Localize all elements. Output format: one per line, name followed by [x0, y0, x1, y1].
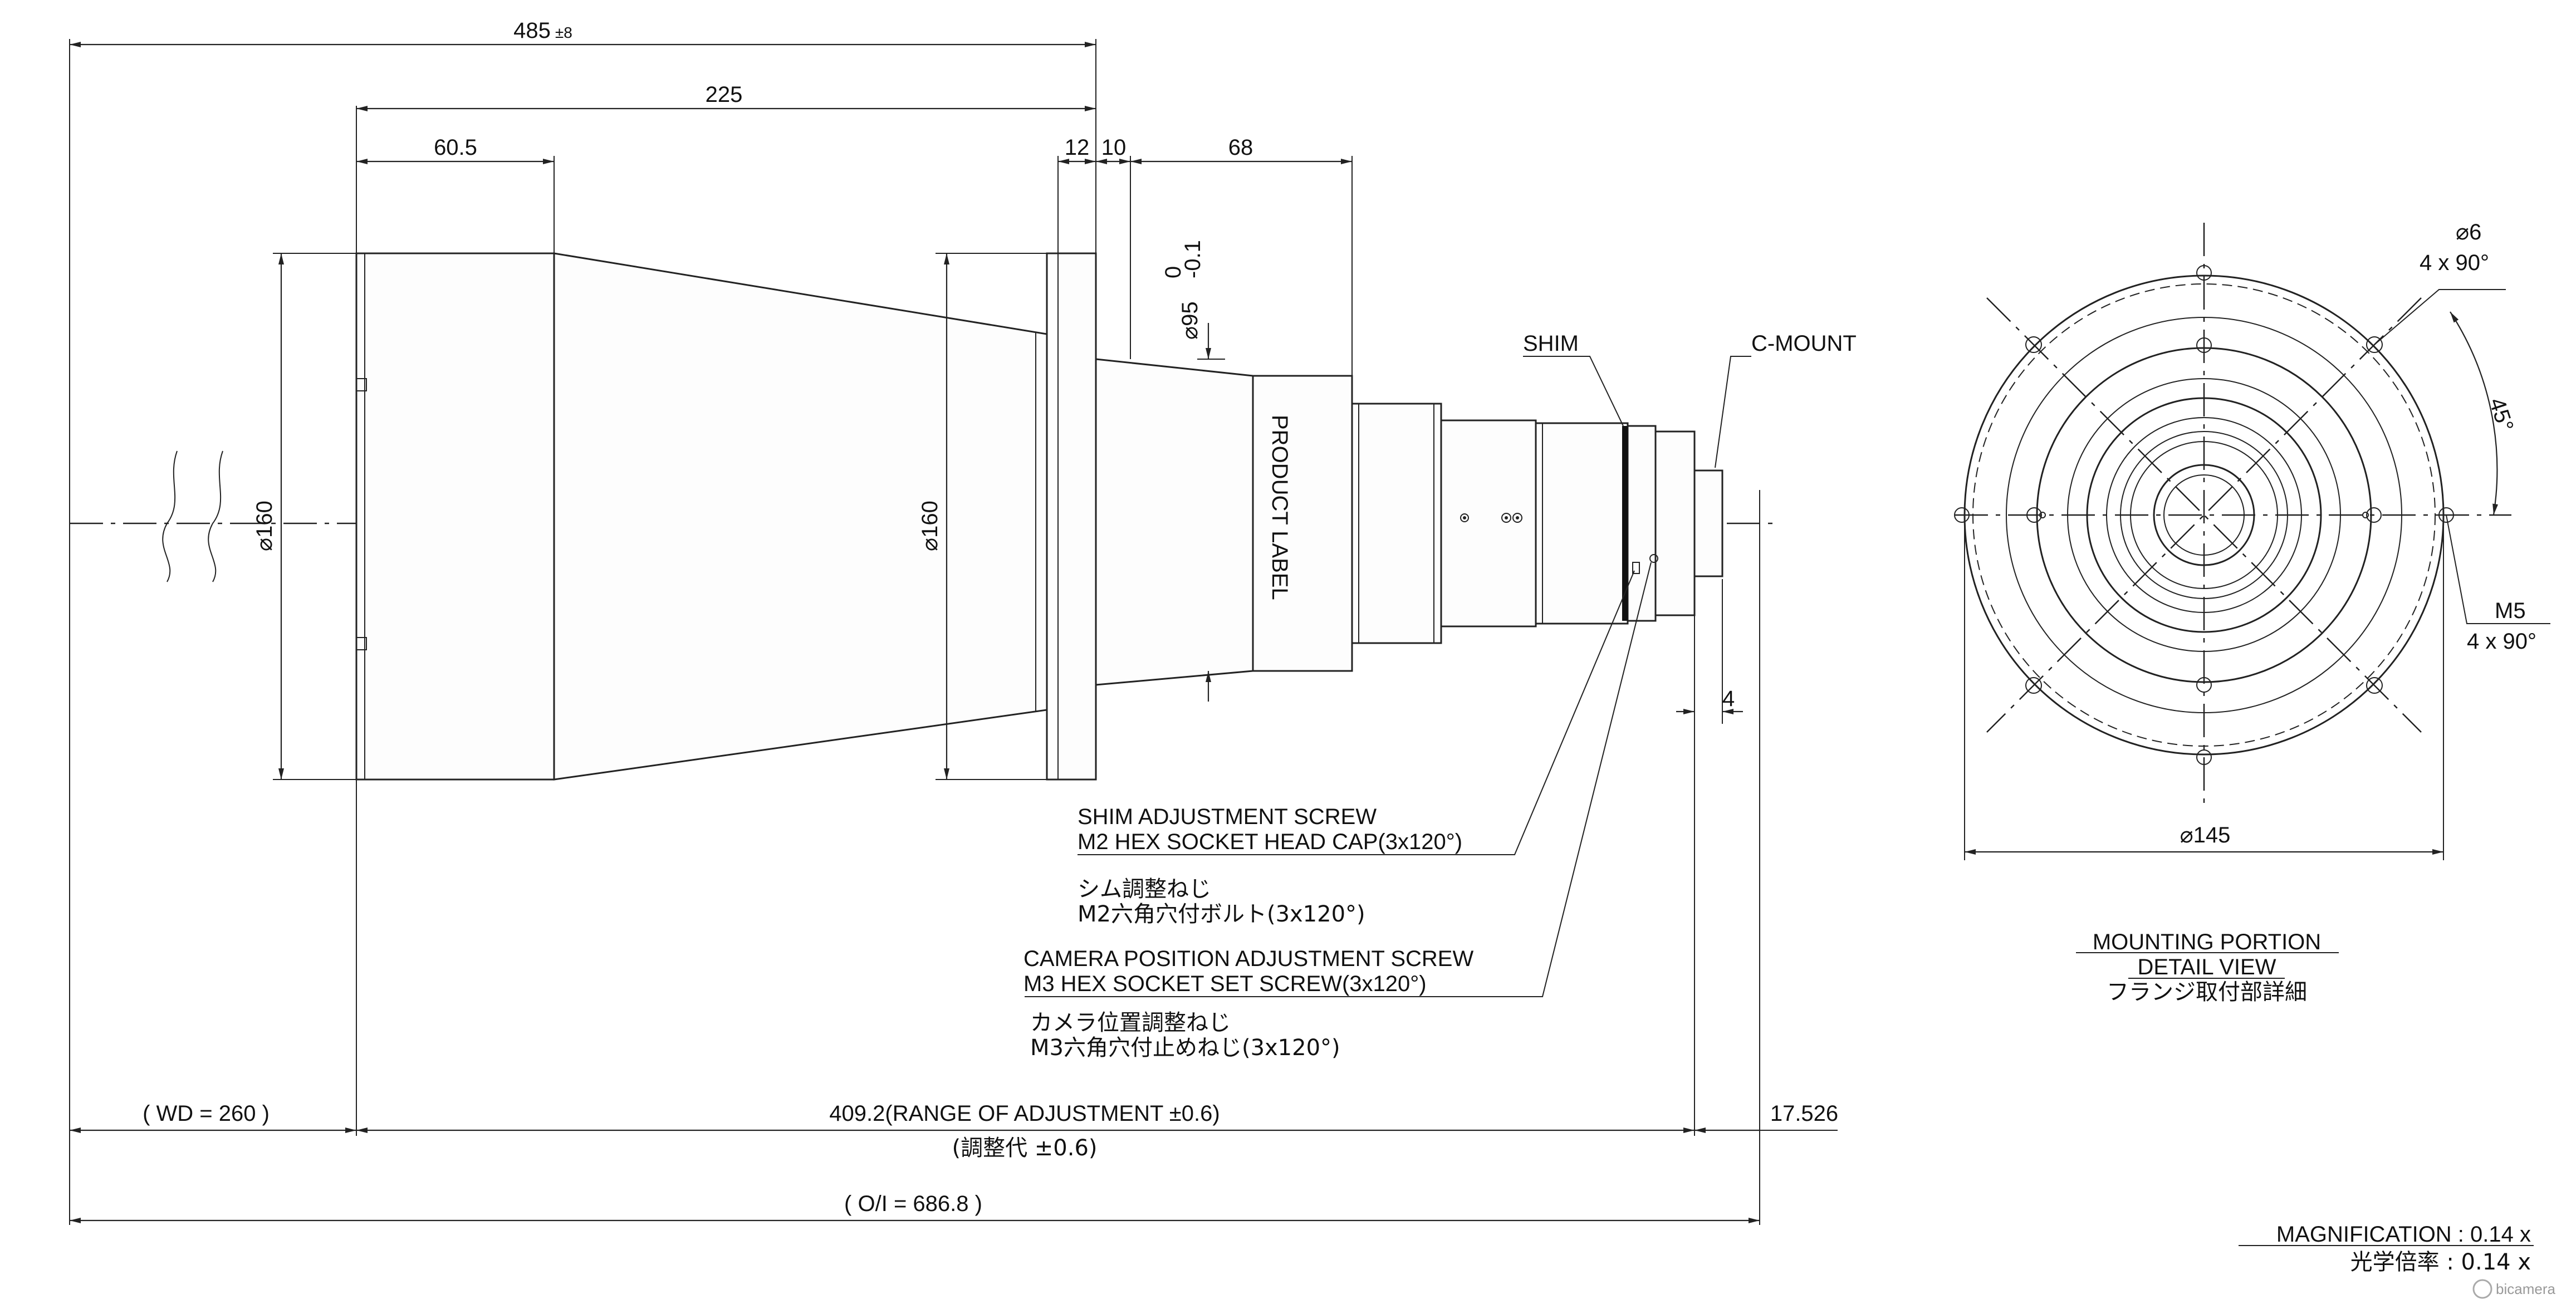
shim-label: SHIM [1523, 331, 1579, 356]
dim-m5: M5 [2495, 599, 2526, 623]
dim-wd: ( WD = 260 ) [143, 1101, 270, 1126]
svg-text:PRODUCT LABEL: PRODUCT LABEL [1267, 415, 1292, 600]
dim-4: 4 [1722, 687, 1735, 711]
svg-text:⌀160: ⌀160 [918, 501, 942, 551]
watermark: bicamera [2472, 1279, 2555, 1299]
svg-text:-0.1: -0.1 [1181, 240, 1205, 278]
c-mount-thread [1693, 469, 1723, 577]
detail-title-jp: フランジ取付部詳細 [2107, 979, 2307, 1005]
dim-dia-6: ⌀6 [2456, 220, 2481, 244]
detail-title-1: MOUNTING PORTION [2093, 930, 2321, 954]
detail-title-2: DETAIL VIEW [2138, 955, 2276, 979]
rear-section-3 [1535, 422, 1629, 625]
dim-68: 68 [1228, 135, 1253, 160]
svg-text:0: 0 [1161, 266, 1186, 278]
cam-screw-line1: CAMERA POSITION ADJUSTMENT SCREW [1023, 947, 1473, 971]
cam-screw-jp1: カメラ位置調整ねじ [1030, 1010, 1231, 1036]
dim-485: 485±8 [513, 18, 572, 43]
svg-text:bicamera: bicamera [2496, 1281, 2555, 1297]
cam-screw-line2: M3 HEX SOCKET SET SCREW(3x120°) [1023, 972, 1427, 996]
dim-12: 12 [1065, 135, 1090, 160]
dim-17-526: 17.526 [1770, 1101, 1838, 1126]
dimension-4 [1676, 490, 1760, 1225]
dim-dia-160-cone: ⌀160 [918, 501, 942, 551]
shim-screw-jp1: シム調整ねじ [1078, 876, 1211, 902]
dimension-lines-top [69, 39, 1353, 1225]
break-symbol-2 [208, 450, 223, 582]
svg-text:⌀160: ⌀160 [252, 501, 277, 551]
break-symbol [162, 450, 178, 582]
dim-dia-95: ⌀95 0 -0.1 [1161, 240, 1205, 340]
dim-10: 10 [1101, 135, 1127, 160]
svg-text:⌀95: ⌀95 [1178, 301, 1202, 340]
dim-60-5: 60.5 [434, 135, 477, 160]
rear-section-1 [1351, 403, 1442, 644]
dim-oi: ( O/I = 686.8 ) [844, 1192, 982, 1216]
dim-range: 409.2(RANGE OF ADJUSTMENT ±0.6) [829, 1101, 1220, 1126]
dim-angle-45: 45° [2484, 395, 2518, 434]
rear-section-4 [1627, 425, 1657, 622]
dim-dia-160-front: ⌀160 [252, 501, 277, 551]
screw-marks [1460, 513, 1658, 574]
rear-section-2 [1440, 419, 1537, 628]
lens-front-barrel [355, 252, 555, 781]
dimension-lines-bottom [70, 780, 1838, 1223]
product-label-band [1252, 375, 1353, 672]
mounting-detail-view [1954, 223, 2550, 860]
dim-hole6-qty: 4 x 90° [2420, 251, 2489, 275]
lens-cone [553, 252, 1048, 781]
product-label-text: PRODUCT LABEL [1267, 415, 1292, 600]
shim-screw-line2: M2 HEX SOCKET HEAD CAP(3x120°) [1078, 830, 1462, 854]
dim-m5-qty: 4 x 90° [2467, 629, 2536, 654]
dim-range-jp: (調整代 ±0.6) [952, 1135, 1097, 1161]
diameter-dims [273, 253, 1225, 780]
leader-lines [1025, 356, 1751, 997]
c-mount-adapter [1654, 430, 1696, 616]
lens-rear-taper [1095, 358, 1254, 686]
cam-screw-jp2: M3六角穴付止めねじ(3x120°) [1030, 1035, 1340, 1061]
c-mount-label: C-MOUNT [1751, 331, 1857, 356]
shim-screw-line1: SHIM ADJUSTMENT SCREW [1078, 805, 1377, 829]
lens-flange [1046, 252, 1097, 781]
magnification: MAGNIFICATION : 0.14 x [2276, 1222, 2531, 1247]
shim-screw-jp2: M2六角穴付ボルト(3x120°) [1078, 901, 1365, 927]
dim-dia-145: ⌀145 [2180, 823, 2231, 847]
dim-225: 225 [706, 82, 743, 107]
shim [1622, 426, 1628, 621]
magnification-jp: 光学倍率 : 0.14 x [2350, 1249, 2531, 1275]
